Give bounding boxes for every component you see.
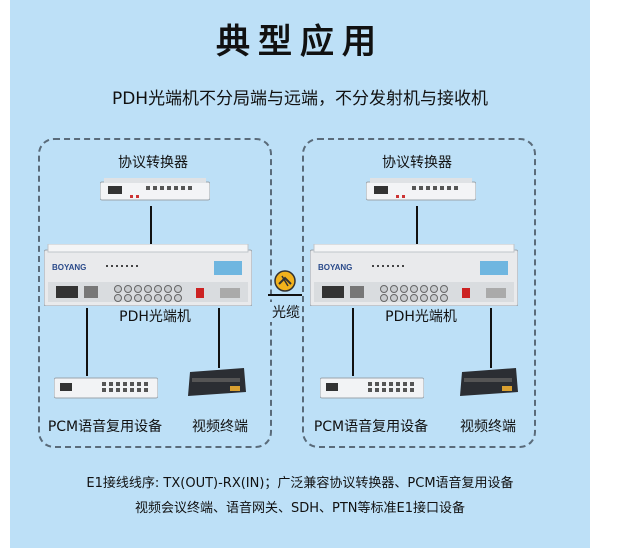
right-converter-line [416, 206, 418, 246]
right-pcm-line [352, 308, 354, 376]
right-pdh-label: PDH光端机 [385, 309, 457, 325]
right-video-line [490, 308, 492, 368]
left-video-terminal [188, 368, 246, 396]
right-site-group [302, 138, 536, 448]
right-converter-label: 协议转换器 [382, 155, 452, 171]
right-pcm-device [320, 377, 424, 399]
left-protocol-converter [100, 178, 210, 201]
left-converter-line [150, 206, 152, 246]
fiber-line [268, 294, 302, 296]
left-pcm-line [86, 308, 88, 376]
description-line-2: 视频会议终端、语音网关、SDH、PTN等标准E1接口设备 [134, 501, 466, 516]
fiber-label: 光缆 [266, 302, 306, 322]
left-video-label: 视频终端 [192, 419, 248, 435]
left-pdh-label: PDH光端机 [119, 309, 191, 325]
left-video-line [218, 308, 220, 368]
right-video-terminal [460, 368, 518, 396]
right-pdh-optical-terminal: BOYANG [310, 244, 518, 306]
description-line-1: E1接线线序: TX(OUT)-RX(IN)；广泛兼容协议转换器、PCM语音复用… [86, 476, 514, 491]
left-converter-label: 协议转换器 [118, 155, 188, 171]
right-protocol-converter [366, 178, 476, 201]
right-brand-logo: BOYANG [318, 263, 352, 272]
right-pcm-label: PCM语音复用设备 [313, 419, 429, 435]
left-pdh-optical-terminal: BOYANG [44, 244, 252, 306]
right-video-label: 视频终端 [460, 419, 516, 435]
left-pcm-device [54, 377, 158, 399]
fiber-cable-icon [274, 270, 296, 292]
left-pcm-label: PCM语音复用设备 [47, 419, 163, 435]
left-brand-logo: BOYANG [52, 263, 86, 272]
page-subtitle: PDH光端机不分局端与远端，不分发射机与接收机 [111, 89, 489, 109]
left-site-group [38, 138, 272, 448]
page-title: 典型应用 [216, 22, 384, 62]
